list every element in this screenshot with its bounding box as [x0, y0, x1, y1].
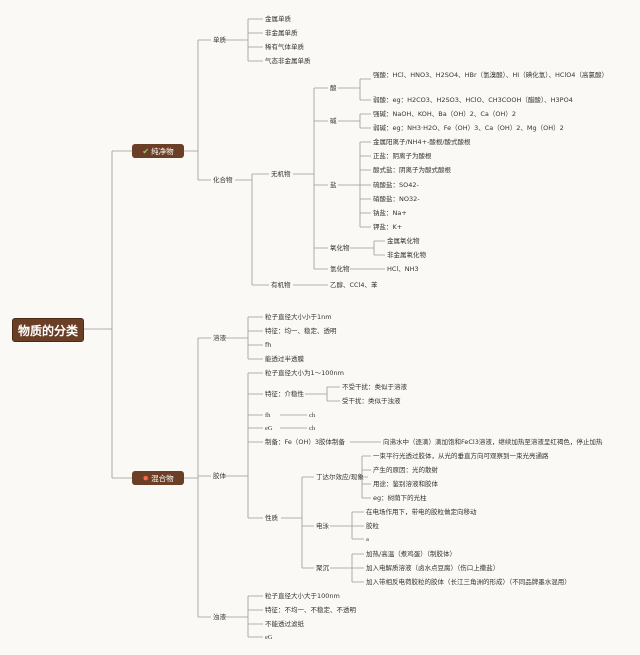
tyndall-node: 丁达尔效应/现象 [316, 473, 364, 481]
feature-item: 不受干扰：类似于溶液 [342, 383, 407, 391]
salt-item: 硝酸盐：NO32- [373, 195, 420, 203]
salt-item: 钾盐：K+ [373, 223, 403, 231]
electrophoresis-item: 胶粒 [366, 522, 379, 530]
simple-item: 非金属单质 [265, 29, 298, 37]
connector-line [350, 240, 385, 256]
connector-line [293, 87, 328, 270]
tyndall-item: eg：树荫下的光柱 [373, 494, 427, 502]
suspension-node: 浊液 [213, 613, 226, 621]
inorganic-node: 无机物 [271, 170, 291, 178]
hydride-item: HCl、NH3 [387, 265, 419, 273]
electrophoresis-item: 在电场作用下，带电的胶粒做定向移动 [366, 508, 477, 516]
suspension-item: 不能透过滤纸 [265, 620, 304, 628]
tyndall-item: 产生的原因：光的散射 [373, 466, 438, 474]
suspension-item: eG [265, 634, 273, 641]
organic-item: 乙醇、CCl4、苯 [330, 281, 378, 289]
oxide-item: 金属氧化物 [387, 237, 420, 245]
hydride-node: 氢化物 [330, 265, 350, 273]
connector-line [225, 595, 263, 638]
simple-item: 稀有气体单质 [265, 43, 304, 51]
strong-acid-text: 强酸：HCl、HNO3、H2SO4、HBr（氢溴酸）、HI（碘化氢）、HClO4… [373, 71, 608, 79]
solution-item: 特征：均一、稳定、透明 [265, 327, 337, 335]
coagulation-item: 加入带相反电荷胶粒的胶体（长江三角洲的形成）（不同品牌墨水混用） [366, 578, 571, 586]
connector-line [225, 372, 263, 519]
compound-node: 化合物 [213, 176, 233, 184]
tyndall-item: 用途：鉴别溶液和胶体 [373, 480, 438, 488]
acid-node: 酸 [330, 84, 337, 92]
connector-line [235, 173, 269, 286]
colloid-diameter: 粒子直径大小为1～100nm [265, 369, 344, 377]
suspension-item: 特征：不均一、不稳定、不透明 [265, 606, 356, 614]
connector-line [305, 386, 340, 402]
colloid-feature-node: 特征：介稳性 [265, 390, 304, 398]
connector-line [338, 141, 371, 228]
salt-item: 钠盐：Na+ [373, 209, 407, 217]
connector-line [225, 316, 263, 360]
connector-line [82, 150, 132, 479]
weak-acid-text: 弱酸：eg：H2CO3、H2SO3、HClO、CH3COOH（醋酸）、H3PO4 [373, 96, 573, 104]
feature-item: 受干扰：类似于浊液 [342, 397, 401, 405]
salt-item: 酸式盐：阴离子为酸式酸根 [373, 166, 451, 174]
connector-line [330, 553, 364, 583]
simple-item: 金属单质 [265, 15, 291, 23]
connector-line [361, 455, 371, 499]
colloid-property-node: 性质 [265, 514, 278, 522]
mixture-node: ✸混合物 [132, 471, 184, 485]
connector-line [338, 78, 371, 101]
base-node: 碱 [330, 117, 337, 125]
simple-substance-node: 单质 [213, 36, 226, 44]
connector-line [338, 113, 371, 129]
colloid-prep-detail: 向沸水中（逐滴）滴加饱和FeCl3溶液，继续加热至溶液呈红褐色，停止加热 [383, 438, 603, 446]
coagulation-node: 聚沉 [316, 564, 329, 572]
colloid-eg: eG [265, 425, 273, 432]
solution-node: 溶液 [213, 334, 226, 342]
connector-line [184, 337, 211, 618]
simple-item: 气态非金属单质 [265, 57, 311, 65]
electrophoresis-item: a [366, 536, 369, 543]
oxide-node: 氧化物 [330, 244, 350, 252]
pure-substance-node: ✔纯净物 [132, 144, 184, 158]
connector-line [330, 511, 364, 540]
coagulation-item: 加入电解质溶液（卤水点豆腐）（伤口上撒盐） [366, 564, 500, 572]
solution-item: fh [265, 341, 272, 349]
tyndall-item: 一束平行光透过胶体，从光的垂直方向可观察到一束光亮通路 [373, 452, 549, 460]
star-icon: ✸ [142, 473, 150, 483]
suspension-item: 粒子直径大小大于100nm [265, 592, 340, 600]
connector-line [225, 18, 263, 62]
electrophoresis-node: 电泳 [316, 522, 329, 530]
salt-item: 金属阳离子/NH4+-酸根/酸式酸根 [373, 138, 471, 146]
colloid-node: 胶体 [213, 472, 226, 480]
colloid-prep-node: 制备：Fe（OH）3胶体制备 [265, 438, 346, 446]
connector-line [184, 39, 211, 181]
solution-item: 能透过半透膜 [265, 355, 304, 363]
colloid-eg-sub: ch [309, 425, 316, 432]
connector-line [281, 476, 314, 569]
weak-base-text: 弱碱：eg：NH3·H2O、Fe（OH）3、Ca（OH）2、Mg（OH）2 [373, 124, 564, 132]
check-icon: ✔ [142, 146, 150, 156]
salt-item: 正盐：阴离子为酸根 [373, 152, 432, 160]
colloid-fh: fh [265, 412, 271, 419]
organic-node: 有机物 [271, 281, 291, 289]
colloid-fh-sub: ch [309, 412, 316, 419]
salt-item: 硫酸盐：SO42- [373, 181, 419, 189]
root-node: 物质的分类 [12, 318, 84, 342]
oxide-item: 非金属氧化物 [387, 251, 426, 259]
strong-base-text: 强碱：NaOH、KOH、Ba（OH）2、Ca（OH）2 [373, 110, 517, 118]
solution-item: 粒子直径大小小于1nm [265, 313, 332, 321]
salt-node: 盐 [330, 181, 337, 189]
coagulation-item: 加热/高温（煮鸡蛋）（制胶体） [366, 550, 456, 558]
